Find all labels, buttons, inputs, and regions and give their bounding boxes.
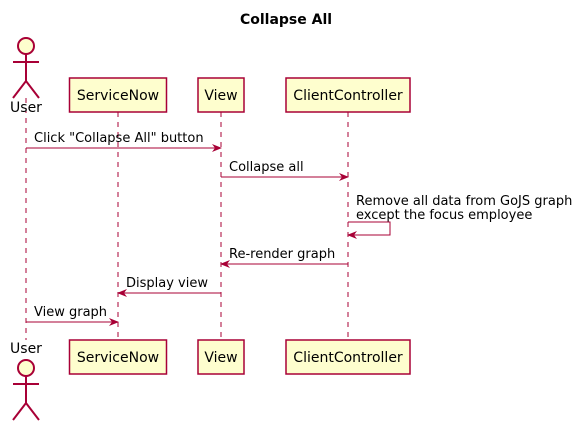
participant-view-bottom: View xyxy=(197,339,245,375)
diagram-title: Collapse All xyxy=(240,12,332,28)
message-label: View graph xyxy=(34,305,107,320)
participant-label-servicenow: ServiceNow xyxy=(77,350,159,366)
actor-figure-icon xyxy=(12,359,40,421)
message-2: Collapse all xyxy=(221,160,349,181)
participant-box xyxy=(68,77,168,113)
participant-label-servicenow: ServiceNow xyxy=(77,88,159,104)
actor-label-user: User xyxy=(10,100,42,116)
message-label: Click "Collapse All" button xyxy=(34,131,204,146)
message-3: Remove all data from GoJS graph except t… xyxy=(347,194,572,239)
participant-clientcontroller-top: ClientController xyxy=(285,77,411,113)
participant-label-clientcontroller: ClientController xyxy=(293,88,403,104)
message-6: View graph xyxy=(26,305,119,326)
message-label: except the focus employee xyxy=(356,208,532,223)
participant-servicenow-top: ServiceNow xyxy=(68,77,168,113)
actor-label-user: User xyxy=(10,341,42,357)
actor-figure-icon xyxy=(12,37,40,99)
actor-user-bottom: User xyxy=(10,341,42,421)
message-label: Collapse all xyxy=(229,160,304,175)
message-1: Click "Collapse All" button xyxy=(26,131,222,152)
message-4: Re-render graph xyxy=(220,247,348,268)
participant-box xyxy=(285,339,411,375)
message-label: Display view xyxy=(126,276,208,291)
message-5: Display view xyxy=(117,276,221,297)
participant-box xyxy=(285,77,411,113)
actor-user-top: User xyxy=(10,37,42,116)
participant-label-clientcontroller: ClientController xyxy=(293,350,403,366)
participant-clientcontroller-bottom: ClientController xyxy=(285,339,411,375)
message-arrow xyxy=(347,221,391,239)
participant-box xyxy=(197,77,245,113)
participant-label-view: View xyxy=(204,350,237,366)
participant-label-view: View xyxy=(204,88,237,104)
lifelines xyxy=(25,98,349,340)
message-label: Re-render graph xyxy=(229,247,335,262)
participant-view-top: View xyxy=(197,77,245,113)
message-label: Remove all data from GoJS graph xyxy=(356,194,572,209)
participant-servicenow-bottom: ServiceNow xyxy=(68,339,168,375)
participant-box xyxy=(197,339,245,375)
participant-box xyxy=(68,339,168,375)
participants-top: User ServiceNow View ClientController xyxy=(10,37,411,116)
